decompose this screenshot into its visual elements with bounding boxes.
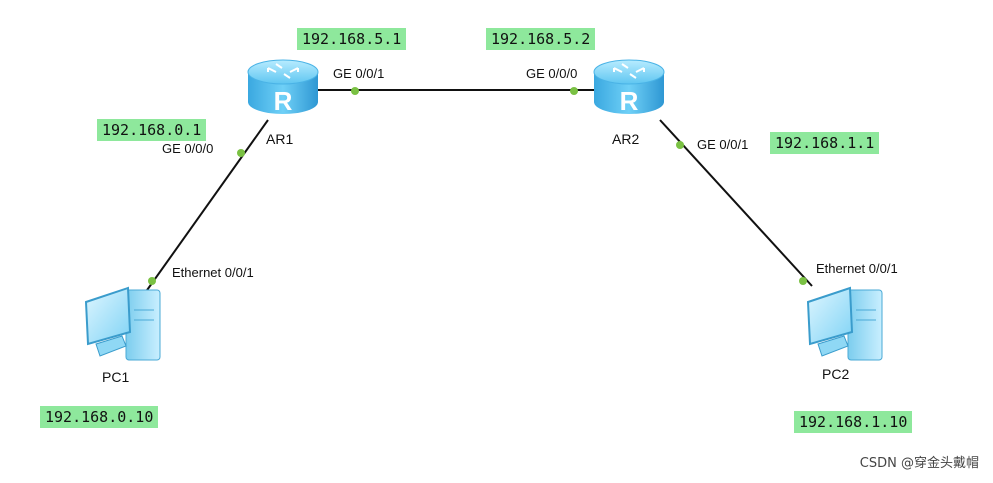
- port-dot-pc2-eth: [799, 277, 807, 285]
- port-dot-ar2-ge000: [570, 87, 578, 95]
- device-label-pc1: PC1: [102, 369, 130, 385]
- ip-label-pc2: 192.168.1.10: [794, 411, 913, 433]
- device-label-ar1: AR1: [266, 131, 294, 147]
- port-dot-ar2-ge001: [676, 141, 684, 149]
- port-dot-ar1-ge000: [237, 149, 245, 157]
- router-icon[interactable]: R: [593, 59, 665, 116]
- svg-text:R: R: [620, 86, 639, 116]
- interface-label-pc2-eth: Ethernet 0/0/1: [816, 261, 898, 276]
- pc-icon[interactable]: [806, 286, 883, 361]
- pc-icon[interactable]: [84, 286, 161, 361]
- watermark: CSDN @穿金头戴帽: [859, 456, 979, 471]
- ip-label-ar1-ge001: 192.168.5.1: [297, 28, 407, 50]
- svg-text:R: R: [274, 86, 293, 116]
- port-dot-ar1-ge001: [351, 87, 359, 95]
- link-ar2-pc2[interactable]: [659, 119, 813, 287]
- ip-label-ar1-ge000: 192.168.0.1: [97, 119, 207, 141]
- port-dot-pc1-eth: [148, 277, 156, 285]
- device-label-ar2: AR2: [612, 131, 640, 147]
- interface-label-ar2-ge001: GE 0/0/1: [697, 137, 749, 152]
- router-icon[interactable]: R: [247, 59, 319, 116]
- link-ar1-pc1[interactable]: [139, 119, 269, 301]
- interface-label-ar2-ge000: GE 0/0/0: [526, 66, 578, 81]
- interface-label-ar1-ge000: GE 0/0/0: [162, 141, 214, 156]
- ip-label-ar2-ge001: 192.168.1.1: [770, 132, 880, 154]
- device-label-pc2: PC2: [822, 366, 850, 382]
- interface-label-ar1-ge001: GE 0/0/1: [333, 66, 385, 81]
- ip-label-ar2-ge000: 192.168.5.2: [486, 28, 596, 50]
- ip-label-pc1: 192.168.0.10: [40, 406, 159, 428]
- interface-label-pc1-eth: Ethernet 0/0/1: [172, 265, 254, 280]
